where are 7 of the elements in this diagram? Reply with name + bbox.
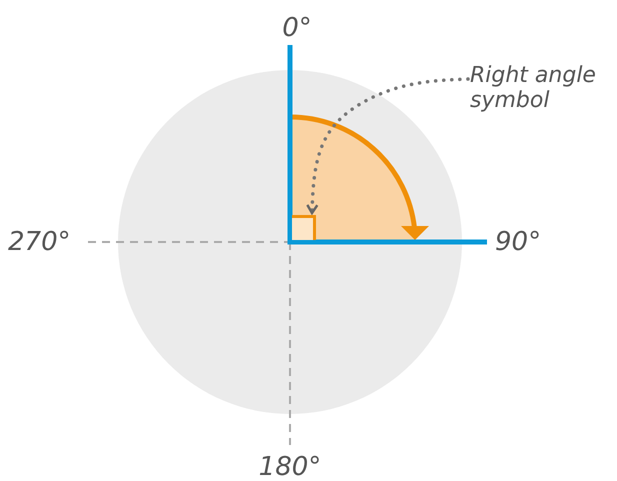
angle-label: 0° — [281, 15, 313, 41]
right-angle-marker — [292, 215, 316, 240]
angle-label: 90° — [495, 229, 542, 255]
leader-line — [306, 77, 470, 215]
angle-label: 270° — [8, 229, 71, 255]
angle-label: 180° — [258, 454, 322, 480]
callout-text: Right angle symbol — [470, 63, 597, 114]
